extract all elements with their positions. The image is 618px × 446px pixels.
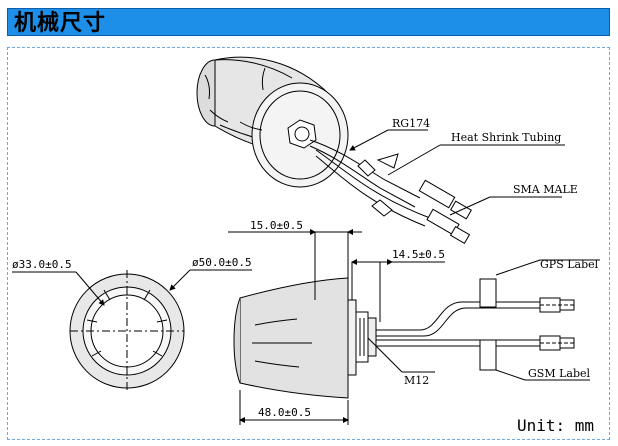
isometric-view (196, 56, 565, 245)
section-header: 机械尺寸 (7, 8, 610, 36)
unit-label: Unit: mm (517, 416, 594, 435)
front-view (12, 269, 252, 392)
label-gps: GPS Label (540, 258, 599, 271)
drawing-frame (7, 47, 610, 440)
label-m12: M12 (404, 374, 429, 387)
dim-w48: 48.0±0.5 (258, 406, 311, 419)
side-view (228, 229, 600, 425)
label-gsm: GSM Label (528, 367, 590, 380)
section-title: 机械尺寸 (14, 10, 107, 36)
dim-d50: ø50.0±0.5 (192, 256, 252, 269)
label-sma-male: SMA MALE (513, 183, 578, 196)
label-rg174: RG174 (392, 117, 430, 130)
dim-w15: 15.0±0.5 (250, 219, 303, 232)
dim-d33: ø33.0±0.5 (12, 258, 72, 271)
dim-w14-5: 14.5±0.5 (392, 248, 445, 261)
label-heat-shrink: Heat Shrink Tubing (451, 131, 561, 144)
